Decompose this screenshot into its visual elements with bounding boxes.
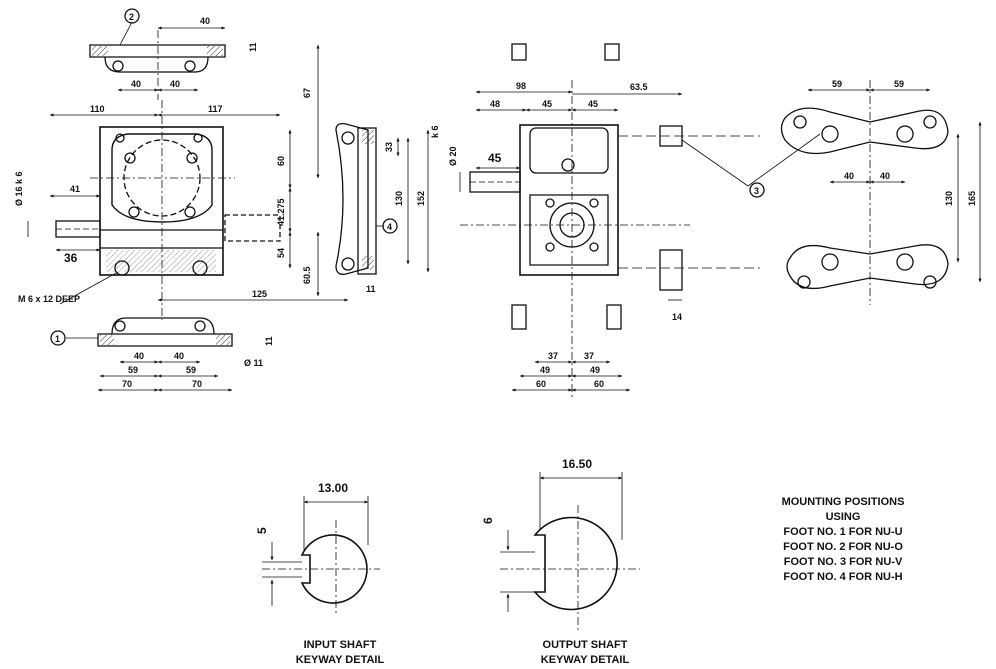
dim-60: 60: [276, 156, 286, 166]
callout-1: 1: [55, 334, 60, 344]
dim-b-59-b: 59: [186, 365, 196, 375]
dim-k6: k 6: [430, 125, 440, 138]
output-caption-line-2: KEYWAY DETAIL: [540, 654, 630, 666]
dim-130: 130: [394, 191, 404, 206]
dim-dia-11: Ø 11: [244, 358, 263, 368]
dim-40-a: 40: [131, 79, 141, 89]
dim-dia-20: Ø 20: [448, 146, 458, 166]
callout-circle-1: [50, 330, 66, 346]
dim-45-a: 45: [542, 99, 552, 109]
foot-3-plates: [780, 80, 949, 305]
dim-14: 14: [672, 312, 682, 322]
input-caption-line-1: INPUT SHAFT: [303, 639, 377, 651]
dim-54: 54: [276, 248, 286, 258]
left-dimension-lines: [27, 21, 430, 392]
input-shaft-keyway: [262, 496, 380, 615]
note-item-2: FOOT NO. 2 FOR NU-O: [783, 541, 903, 553]
dim-63-5: 63.5: [630, 82, 648, 92]
gearbox-front-view: [460, 43, 760, 400]
dim-45-b: 45: [588, 99, 598, 109]
dim-keyway-out-width: 16.50: [562, 457, 592, 471]
dim-11-side: 11: [366, 284, 376, 294]
callout-circle-4: [382, 218, 398, 234]
dim-45-big: 45: [488, 151, 502, 165]
dim-110: 110: [90, 104, 105, 114]
dim-48: 48: [490, 99, 500, 109]
dim-41-275: 41.275: [276, 198, 286, 226]
dim-b-40-b: 40: [174, 351, 184, 361]
dim-dia-16-k6: Ø 16 k 6: [14, 171, 24, 206]
callout-2: 2: [129, 12, 134, 22]
input-caption-line-2: KEYWAY DETAIL: [295, 654, 385, 666]
dim-r-165: 165: [967, 191, 977, 206]
dim-b-40-a: 40: [134, 351, 144, 361]
dim-37-b: 37: [584, 351, 594, 361]
callout-circle-2: [124, 8, 140, 24]
note-m6-deep: M 6 x 12 DEEP: [18, 294, 80, 304]
dim-keyway-out-height: 6: [481, 517, 495, 524]
note-title-2: USING: [825, 511, 861, 523]
callout-circle-3: [749, 182, 765, 198]
output-shaft-caption: OUTPUT SHAFT KEYWAY DETAIL: [510, 638, 660, 668]
dim-top-40: 40: [200, 16, 210, 26]
dim-98: 98: [516, 81, 526, 91]
dim-41: 41: [70, 184, 80, 194]
middle-dimension-lines: [459, 90, 821, 392]
dim-125: 125: [252, 289, 267, 299]
dim-37-a: 37: [548, 351, 558, 361]
dim-top-11: 11: [248, 42, 258, 52]
mounting-positions-note: MOUNTING POSITIONS USING FOOT NO. 1 FOR …: [738, 495, 948, 585]
output-shaft-keyway: [500, 472, 640, 630]
dim-40-b: 40: [170, 79, 180, 89]
dim-60-5: 60.5: [302, 266, 312, 284]
dim-49-a: 49: [540, 365, 550, 375]
dim-r-130: 130: [944, 191, 954, 206]
callout-4: 4: [387, 222, 392, 232]
dim-117: 117: [208, 104, 223, 114]
callout-3: 3: [754, 186, 759, 196]
dim-r-59-b: 59: [894, 79, 904, 89]
dim-r-40-b: 40: [880, 171, 890, 181]
note-item-1: FOOT NO. 1 FOR NU-U: [783, 526, 903, 538]
dim-152: 152: [416, 191, 426, 206]
dim-36: 36: [64, 251, 78, 265]
foot-2-top: [89, 30, 226, 100]
dim-r-59-a: 59: [832, 79, 842, 89]
dim-60-b: 60: [594, 379, 604, 389]
note-item-3: FOOT NO. 3 FOR NU-V: [783, 556, 903, 568]
dim-49-b: 49: [590, 365, 600, 375]
note-title-1: MOUNTING POSITIONS: [781, 496, 905, 508]
dim-b-59-a: 59: [128, 365, 138, 375]
output-caption-line-1: OUTPUT SHAFT: [542, 639, 628, 651]
right-dimension-lines: [807, 88, 982, 283]
dim-60-a: 60: [536, 379, 546, 389]
input-shaft-caption: INPUT SHAFT KEYWAY DETAIL: [270, 638, 410, 668]
dim-11-bottom: 11: [264, 336, 274, 346]
foot-4-side: [335, 122, 377, 275]
note-item-4: FOOT NO. 4 FOR NU-H: [783, 571, 903, 583]
dim-67: 67: [302, 88, 312, 98]
dim-33: 33: [384, 142, 394, 152]
dim-b-70-b: 70: [192, 379, 202, 389]
dim-keyway-in-width: 13.00: [318, 481, 348, 495]
gearbox-side-view: [55, 100, 281, 320]
dim-keyway-in-height: 5: [255, 527, 269, 534]
dim-r-40-a: 40: [844, 171, 854, 181]
dim-b-70-a: 70: [122, 379, 132, 389]
foot-1-bottom: [97, 317, 233, 347]
